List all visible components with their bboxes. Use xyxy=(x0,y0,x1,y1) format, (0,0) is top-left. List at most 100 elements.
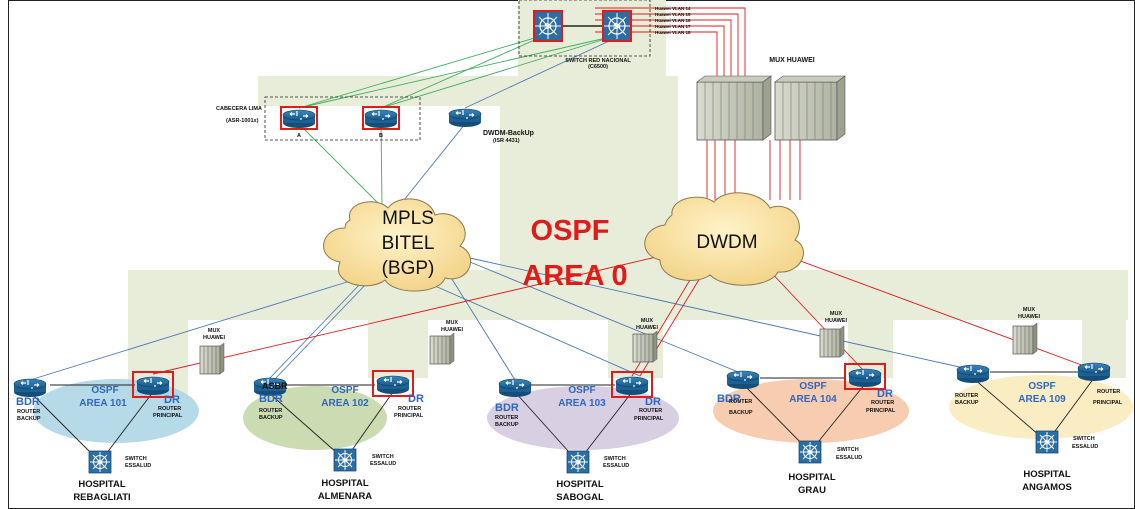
mux-units: MUX HUAWEI MUX HUAWEI MUX HUAWEI MUX HUA… xyxy=(199,307,1040,375)
router-backup-104 xyxy=(726,370,760,390)
dr-label: DR xyxy=(164,394,180,406)
router-dwdm-backup xyxy=(448,108,482,128)
router-backup-label: ROUTER xyxy=(955,393,978,399)
svg-text:HUAWEI: HUAWEI xyxy=(1018,314,1040,320)
router-principal-label: ROUTER xyxy=(1097,389,1120,395)
router-backup-label: BACKUP xyxy=(17,416,41,422)
router-backup-label: ROUTER xyxy=(495,415,518,421)
dwdm-label: DWDM xyxy=(696,232,757,253)
router-principal-label: ROUTER xyxy=(398,406,421,412)
mux-cabinet-2 xyxy=(774,75,846,141)
svg-text:MUX: MUX xyxy=(1023,307,1036,313)
switch-label: SWITCH xyxy=(372,454,394,460)
router-backup-label: BACKUP xyxy=(955,400,979,406)
switch-label: ESSALUD xyxy=(370,461,396,467)
router-principal-label: ROUTER xyxy=(158,406,181,412)
area-ospf-label: OSPF xyxy=(91,385,118,396)
area-number-label: AREA 104 xyxy=(789,394,837,405)
switch-label: SWITCH xyxy=(837,447,859,453)
router-a-label: A xyxy=(297,133,301,139)
dwdm-cloud: DWDM xyxy=(644,192,804,286)
ospf-area-102: ASBR BDR ROUTER BACKUP OSPF AREA 102 DR … xyxy=(243,370,424,502)
switch-label: ESSALUD xyxy=(836,455,862,461)
vlan-label: Huawei VLAN 14 xyxy=(655,6,691,11)
area-number-label: AREA 101 xyxy=(79,398,127,409)
router-backup-label: BACKUP xyxy=(729,410,753,416)
hospital-name: HOSPITAL xyxy=(78,479,126,490)
svg-text:MUX: MUX xyxy=(641,318,654,324)
router-principal-label: PRINCIPAL xyxy=(1093,400,1123,406)
router-backup-label: BACKUP xyxy=(495,422,519,428)
svg-text:MUX: MUX xyxy=(830,311,843,317)
mux-unit-101: MUX HUAWEI xyxy=(199,328,225,375)
green-links xyxy=(298,33,616,206)
dr-label: DR xyxy=(877,388,893,400)
mux-unit-109: MUX HUAWEI xyxy=(1012,307,1040,355)
switch-label: SWITCH xyxy=(125,456,147,462)
router-backup-label: ROUTER xyxy=(17,409,40,415)
switch-essalud-102 xyxy=(333,448,357,472)
router-b-label: B xyxy=(379,133,383,139)
area-number-label: AREA 103 xyxy=(558,398,606,409)
router-backup-label: BACKUP xyxy=(259,415,283,421)
cabecera-lima-label: CABECERA LIMA xyxy=(216,106,262,112)
blue-links xyxy=(29,35,974,381)
switch-red-nacional-label: SWITCH RED NACIONAL xyxy=(565,58,631,64)
switch-label: SWITCH xyxy=(1073,436,1095,442)
switch-essalud-104 xyxy=(798,440,822,464)
switch-label: ESSALUD xyxy=(1072,444,1098,450)
ospf-area-104: BDR ROUTER BACKUP OSPF AREA 104 DR ROUTE… xyxy=(713,363,909,496)
hospital-name: HOSPITAL xyxy=(556,479,604,490)
asbr-label: ASBR xyxy=(262,381,288,391)
core-switch-2-label: Si xyxy=(613,22,621,31)
dwdm-backup: DWDM-BackUp (ISR 4431) xyxy=(448,108,534,144)
area-number-label: AREA 102 xyxy=(321,398,369,409)
switch-essalud-103 xyxy=(566,450,590,474)
cabecera-lima-model: (ASR-1001x) xyxy=(226,118,259,124)
ospf-area-101: BDR ROUTER BACKUP OSPF AREA 101 DR ROUTE… xyxy=(13,371,199,503)
switch-red-nacional: Si Si SWITCH RED NACIONAL (C6500) xyxy=(518,0,651,70)
mux-huawei-top-label: MUX HUAWEI xyxy=(769,57,815,64)
area-ospf-label: OSPF xyxy=(799,381,826,392)
hospital-name: ALMENARA xyxy=(318,491,372,502)
svg-text:MUX: MUX xyxy=(446,320,459,326)
router-cabecera-b xyxy=(362,106,400,130)
hospital-name: GRAU xyxy=(798,485,826,496)
svg-text:HUAWEI: HUAWEI xyxy=(441,327,463,333)
dwdm-backup-model: (ISR 4431) xyxy=(493,138,520,144)
bgp-label: (BGP) xyxy=(382,258,435,279)
router-backup-label: ROUTER xyxy=(259,408,282,414)
vlan-label: Huawei VLAN 15 xyxy=(655,12,691,17)
ospf-area-0: OSPF AREA 0 xyxy=(522,215,627,292)
vlan-label: Huawei VLAN 16 xyxy=(655,18,691,23)
router-principal-109 xyxy=(1077,362,1111,382)
ospf-area-109: ROUTER BACKUP OSPF AREA 109 ROUTER PRINC… xyxy=(949,362,1133,493)
hospital-name: HOSPITAL xyxy=(788,472,836,483)
hospital-name: REBAGLIATI xyxy=(73,492,130,503)
router-backup-103 xyxy=(498,378,532,398)
router-principal-label: ROUTER xyxy=(871,400,894,406)
switch-essalud-109 xyxy=(1035,430,1059,454)
router-principal-label: ROUTER xyxy=(639,408,662,414)
ospf-area-0-line1: OSPF xyxy=(531,215,610,247)
svg-text:HUAWEI: HUAWEI xyxy=(825,318,847,324)
svg-text:HUAWEI: HUAWEI xyxy=(636,325,658,331)
mpls-bitel-cloud: MPLS BITEL (BGP) xyxy=(323,198,472,292)
mux-unit-104: MUX HUAWEI xyxy=(819,311,847,358)
area-ospf-label: OSPF xyxy=(568,385,595,396)
switch-label: ESSALUD xyxy=(125,463,151,469)
bdr-label: BDR xyxy=(259,393,283,405)
mux-cabinet-1 xyxy=(696,75,772,141)
router-principal-101 xyxy=(132,371,174,398)
bitel-label: BITEL xyxy=(382,233,435,254)
area-ospf-label: OSPF xyxy=(331,385,358,396)
core-switch-1: Si xyxy=(533,10,563,42)
router-principal-102 xyxy=(372,370,414,397)
area-ospf-label: OSPF xyxy=(1028,381,1055,392)
mux-huawei-top: MUX HUAWEI xyxy=(696,57,846,141)
svg-text:HUAWEI: HUAWEI xyxy=(203,335,225,341)
hospital-name: HOSPITAL xyxy=(321,478,369,489)
router-principal-label: PRINCIPAL xyxy=(634,416,664,422)
mux-unit-103: MUX HUAWEI xyxy=(632,318,658,363)
